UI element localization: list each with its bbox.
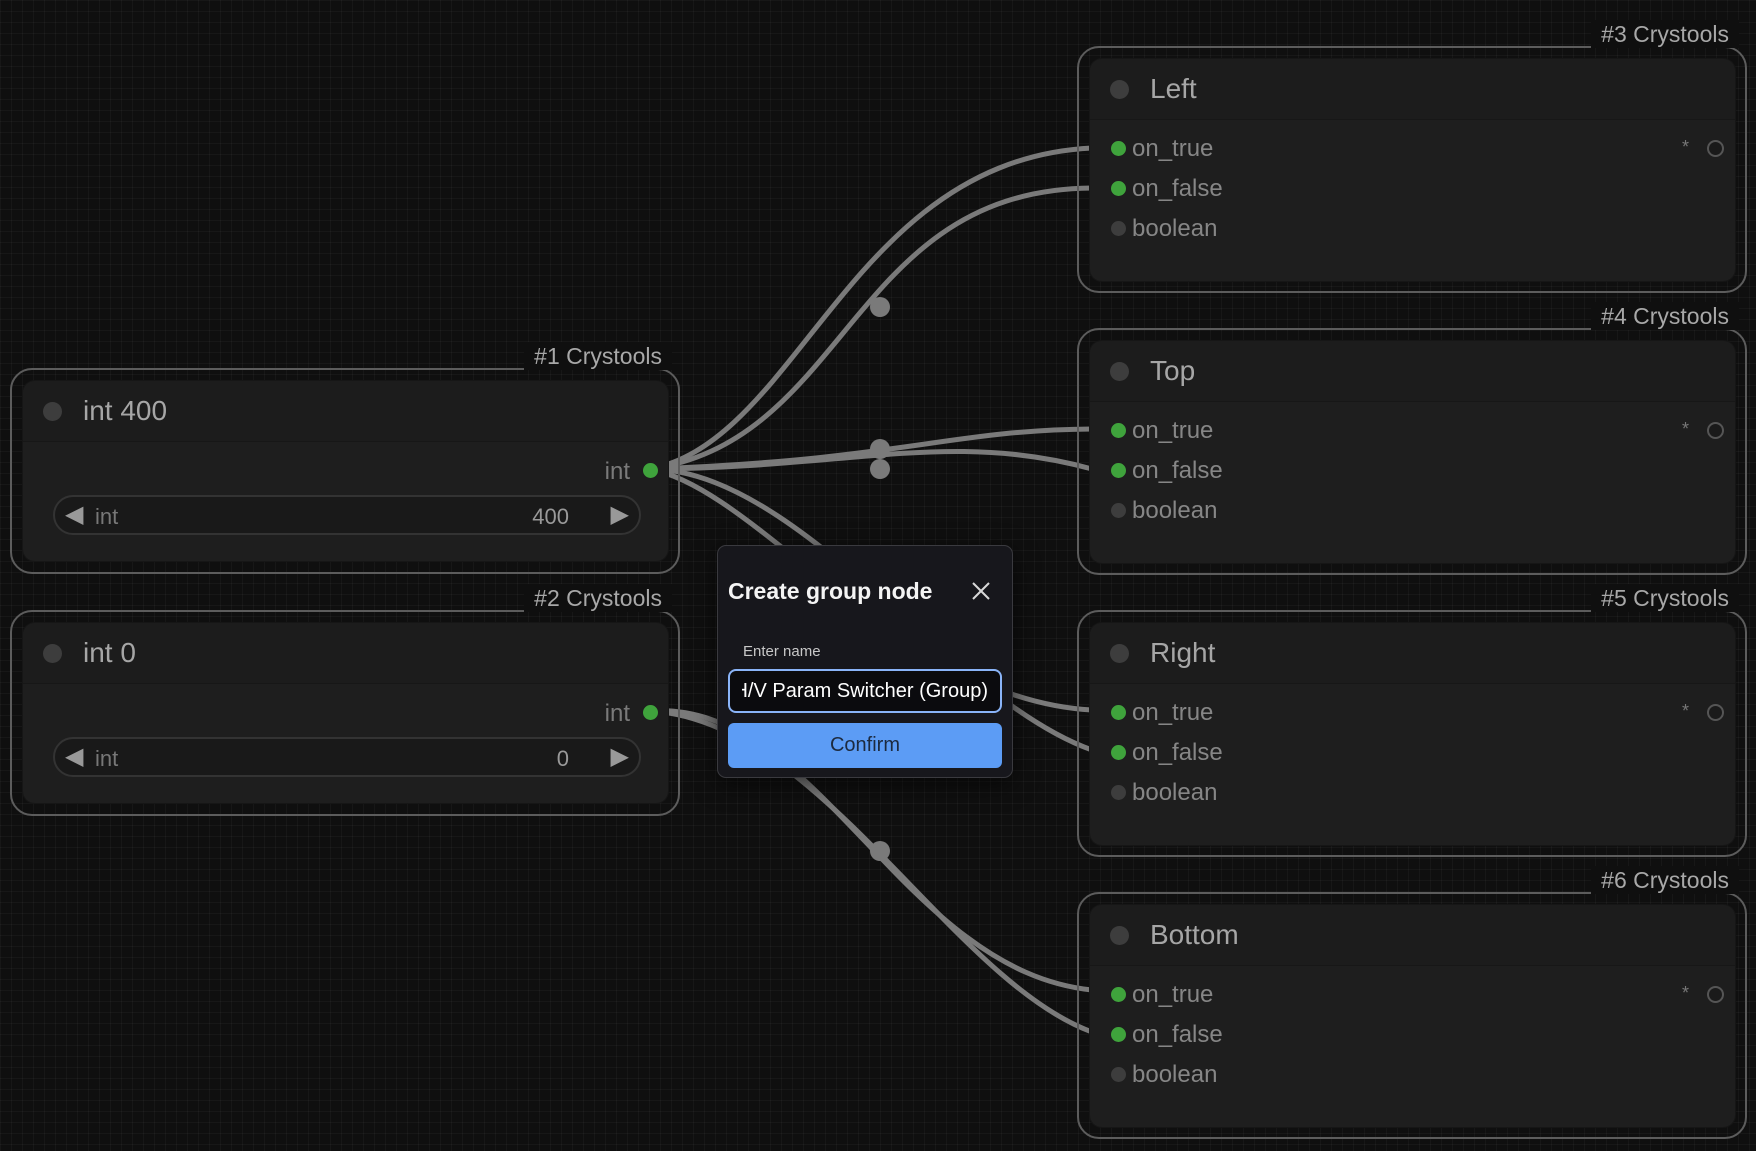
collapse-dot[interactable] xyxy=(1110,926,1129,945)
close-icon[interactable] xyxy=(970,580,992,602)
node-title: Right xyxy=(1150,637,1216,668)
output-slot[interactable] xyxy=(643,705,658,720)
node-title: Top xyxy=(1150,355,1196,386)
output-label: * xyxy=(1681,419,1689,439)
node-header[interactable]: int 0 xyxy=(23,623,668,684)
output-slot[interactable] xyxy=(1707,704,1724,721)
input-slot-on-true[interactable] xyxy=(1111,423,1126,438)
collapse-dot[interactable] xyxy=(1110,362,1129,381)
node-header[interactable]: Top xyxy=(1090,341,1735,402)
input-label: on_true xyxy=(1132,981,1214,1008)
output-slot[interactable] xyxy=(643,463,658,478)
int-node[interactable]: int 400 int ◀ int 400 ▶ xyxy=(23,381,668,561)
node-title: Bottom xyxy=(1150,919,1239,950)
node-header[interactable]: Left xyxy=(1090,59,1735,120)
int-widget[interactable]: ◀ int 0 ▶ xyxy=(53,737,641,777)
wire xyxy=(647,145,1095,472)
input-slot-boolean[interactable] xyxy=(1111,1067,1126,1082)
input-label: boolean xyxy=(1132,779,1218,806)
input-slot-on-false[interactable] xyxy=(1111,181,1126,196)
decrement-icon[interactable]: ◀ xyxy=(65,743,84,770)
input-label: on_false xyxy=(1132,739,1223,766)
input-slot-boolean[interactable] xyxy=(1111,503,1126,518)
input-label: on_false xyxy=(1132,175,1223,202)
group-title[interactable]: #6 Crystools xyxy=(1591,866,1739,894)
input-label: boolean xyxy=(1132,497,1218,524)
widget-value[interactable]: 400 xyxy=(532,504,569,529)
input-label: on_true xyxy=(1132,417,1214,444)
group-name-input[interactable] xyxy=(728,669,1002,713)
switch-node[interactable]: Right on_true on_false boolean * xyxy=(1090,623,1735,845)
input-slot-on-true[interactable] xyxy=(1111,705,1126,720)
group-title[interactable]: #3 Crystools xyxy=(1591,20,1739,48)
group-6[interactable]: #6 Crystools Bottom on_true on_false boo… xyxy=(1077,866,1747,1139)
increment-icon[interactable]: ▶ xyxy=(610,743,629,770)
increment-icon[interactable]: ▶ xyxy=(610,501,629,528)
wire xyxy=(647,448,1095,472)
widget-label: int xyxy=(95,746,119,771)
output-slot[interactable] xyxy=(1707,140,1724,157)
collapse-dot[interactable] xyxy=(43,402,62,421)
input-slot-boolean[interactable] xyxy=(1111,785,1126,800)
output-label: int xyxy=(604,700,630,727)
input-label: boolean xyxy=(1132,215,1218,242)
group-title[interactable]: #2 Crystools xyxy=(524,584,672,612)
widget-value[interactable]: 0 xyxy=(556,746,569,771)
decrement-icon[interactable]: ◀ xyxy=(65,501,84,528)
reroute-dot xyxy=(870,297,890,317)
dialog-title: Create group node xyxy=(728,578,933,604)
confirm-button[interactable]: Confirm xyxy=(728,723,1002,768)
group-title[interactable]: #5 Crystools xyxy=(1591,584,1739,612)
reroute-dot xyxy=(870,841,890,861)
output-slot[interactable] xyxy=(1707,986,1724,1003)
collapse-dot[interactable] xyxy=(43,644,62,663)
output-label: * xyxy=(1681,701,1689,721)
input-slot-on-false[interactable] xyxy=(1111,1027,1126,1042)
group-5[interactable]: #5 Crystools Right on_true on_false bool… xyxy=(1077,584,1747,857)
switch-node[interactable]: Top on_true on_false boolean * xyxy=(1090,341,1735,563)
group-title[interactable]: #4 Crystools xyxy=(1591,302,1739,330)
input-slot-boolean[interactable] xyxy=(1111,221,1126,236)
reroute-dot xyxy=(870,459,890,479)
group-4[interactable]: #4 Crystools Top on_true on_false boolea… xyxy=(1077,302,1747,575)
input-label: on_false xyxy=(1132,1021,1223,1048)
node-header[interactable]: Bottom xyxy=(1090,905,1735,966)
group-3[interactable]: #3 Crystools Left on_true on_false boole… xyxy=(1077,20,1747,293)
widget-label: int xyxy=(95,504,119,529)
node-title: int 400 xyxy=(83,395,168,426)
output-label: * xyxy=(1681,137,1689,157)
input-label: on_true xyxy=(1132,699,1214,726)
wire xyxy=(647,185,1095,472)
output-label: * xyxy=(1681,983,1689,1003)
create-group-node-dialog: Create group node Enter name Confirm xyxy=(717,545,1013,778)
group-2[interactable]: #2 Crystools int 0 int ◀ int 0 ▶ xyxy=(10,584,680,816)
int-widget[interactable]: ◀ int 400 ▶ xyxy=(53,495,641,535)
input-slot-on-true[interactable] xyxy=(1111,987,1126,1002)
input-label: boolean xyxy=(1132,1061,1218,1088)
input-slot-on-false[interactable] xyxy=(1111,745,1126,760)
switch-node[interactable]: Left on_true on_false boolean * xyxy=(1090,59,1735,281)
collapse-dot[interactable] xyxy=(1110,644,1129,663)
name-field-label: Enter name xyxy=(743,643,821,660)
node-header[interactable]: int 400 xyxy=(23,381,668,442)
output-label: int xyxy=(604,458,630,485)
collapse-dot[interactable] xyxy=(1110,80,1129,99)
node-title: int 0 xyxy=(83,637,136,668)
switch-node[interactable]: Bottom on_true on_false boolean * xyxy=(1090,905,1735,1127)
input-slot-on-false[interactable] xyxy=(1111,463,1126,478)
node-header[interactable]: Right xyxy=(1090,623,1735,684)
group-1[interactable]: #1 Crystools int 400 int ◀ int 400 ▶ xyxy=(10,342,680,574)
input-label: on_true xyxy=(1132,135,1214,162)
reroute-dot xyxy=(870,439,890,459)
output-slot[interactable] xyxy=(1707,422,1724,439)
group-title[interactable]: #1 Crystools xyxy=(524,342,672,370)
input-slot-on-true[interactable] xyxy=(1111,141,1126,156)
node-title: Left xyxy=(1150,73,1197,104)
input-label: on_false xyxy=(1132,457,1223,484)
int-node[interactable]: int 0 int ◀ int 0 ▶ xyxy=(23,623,668,803)
